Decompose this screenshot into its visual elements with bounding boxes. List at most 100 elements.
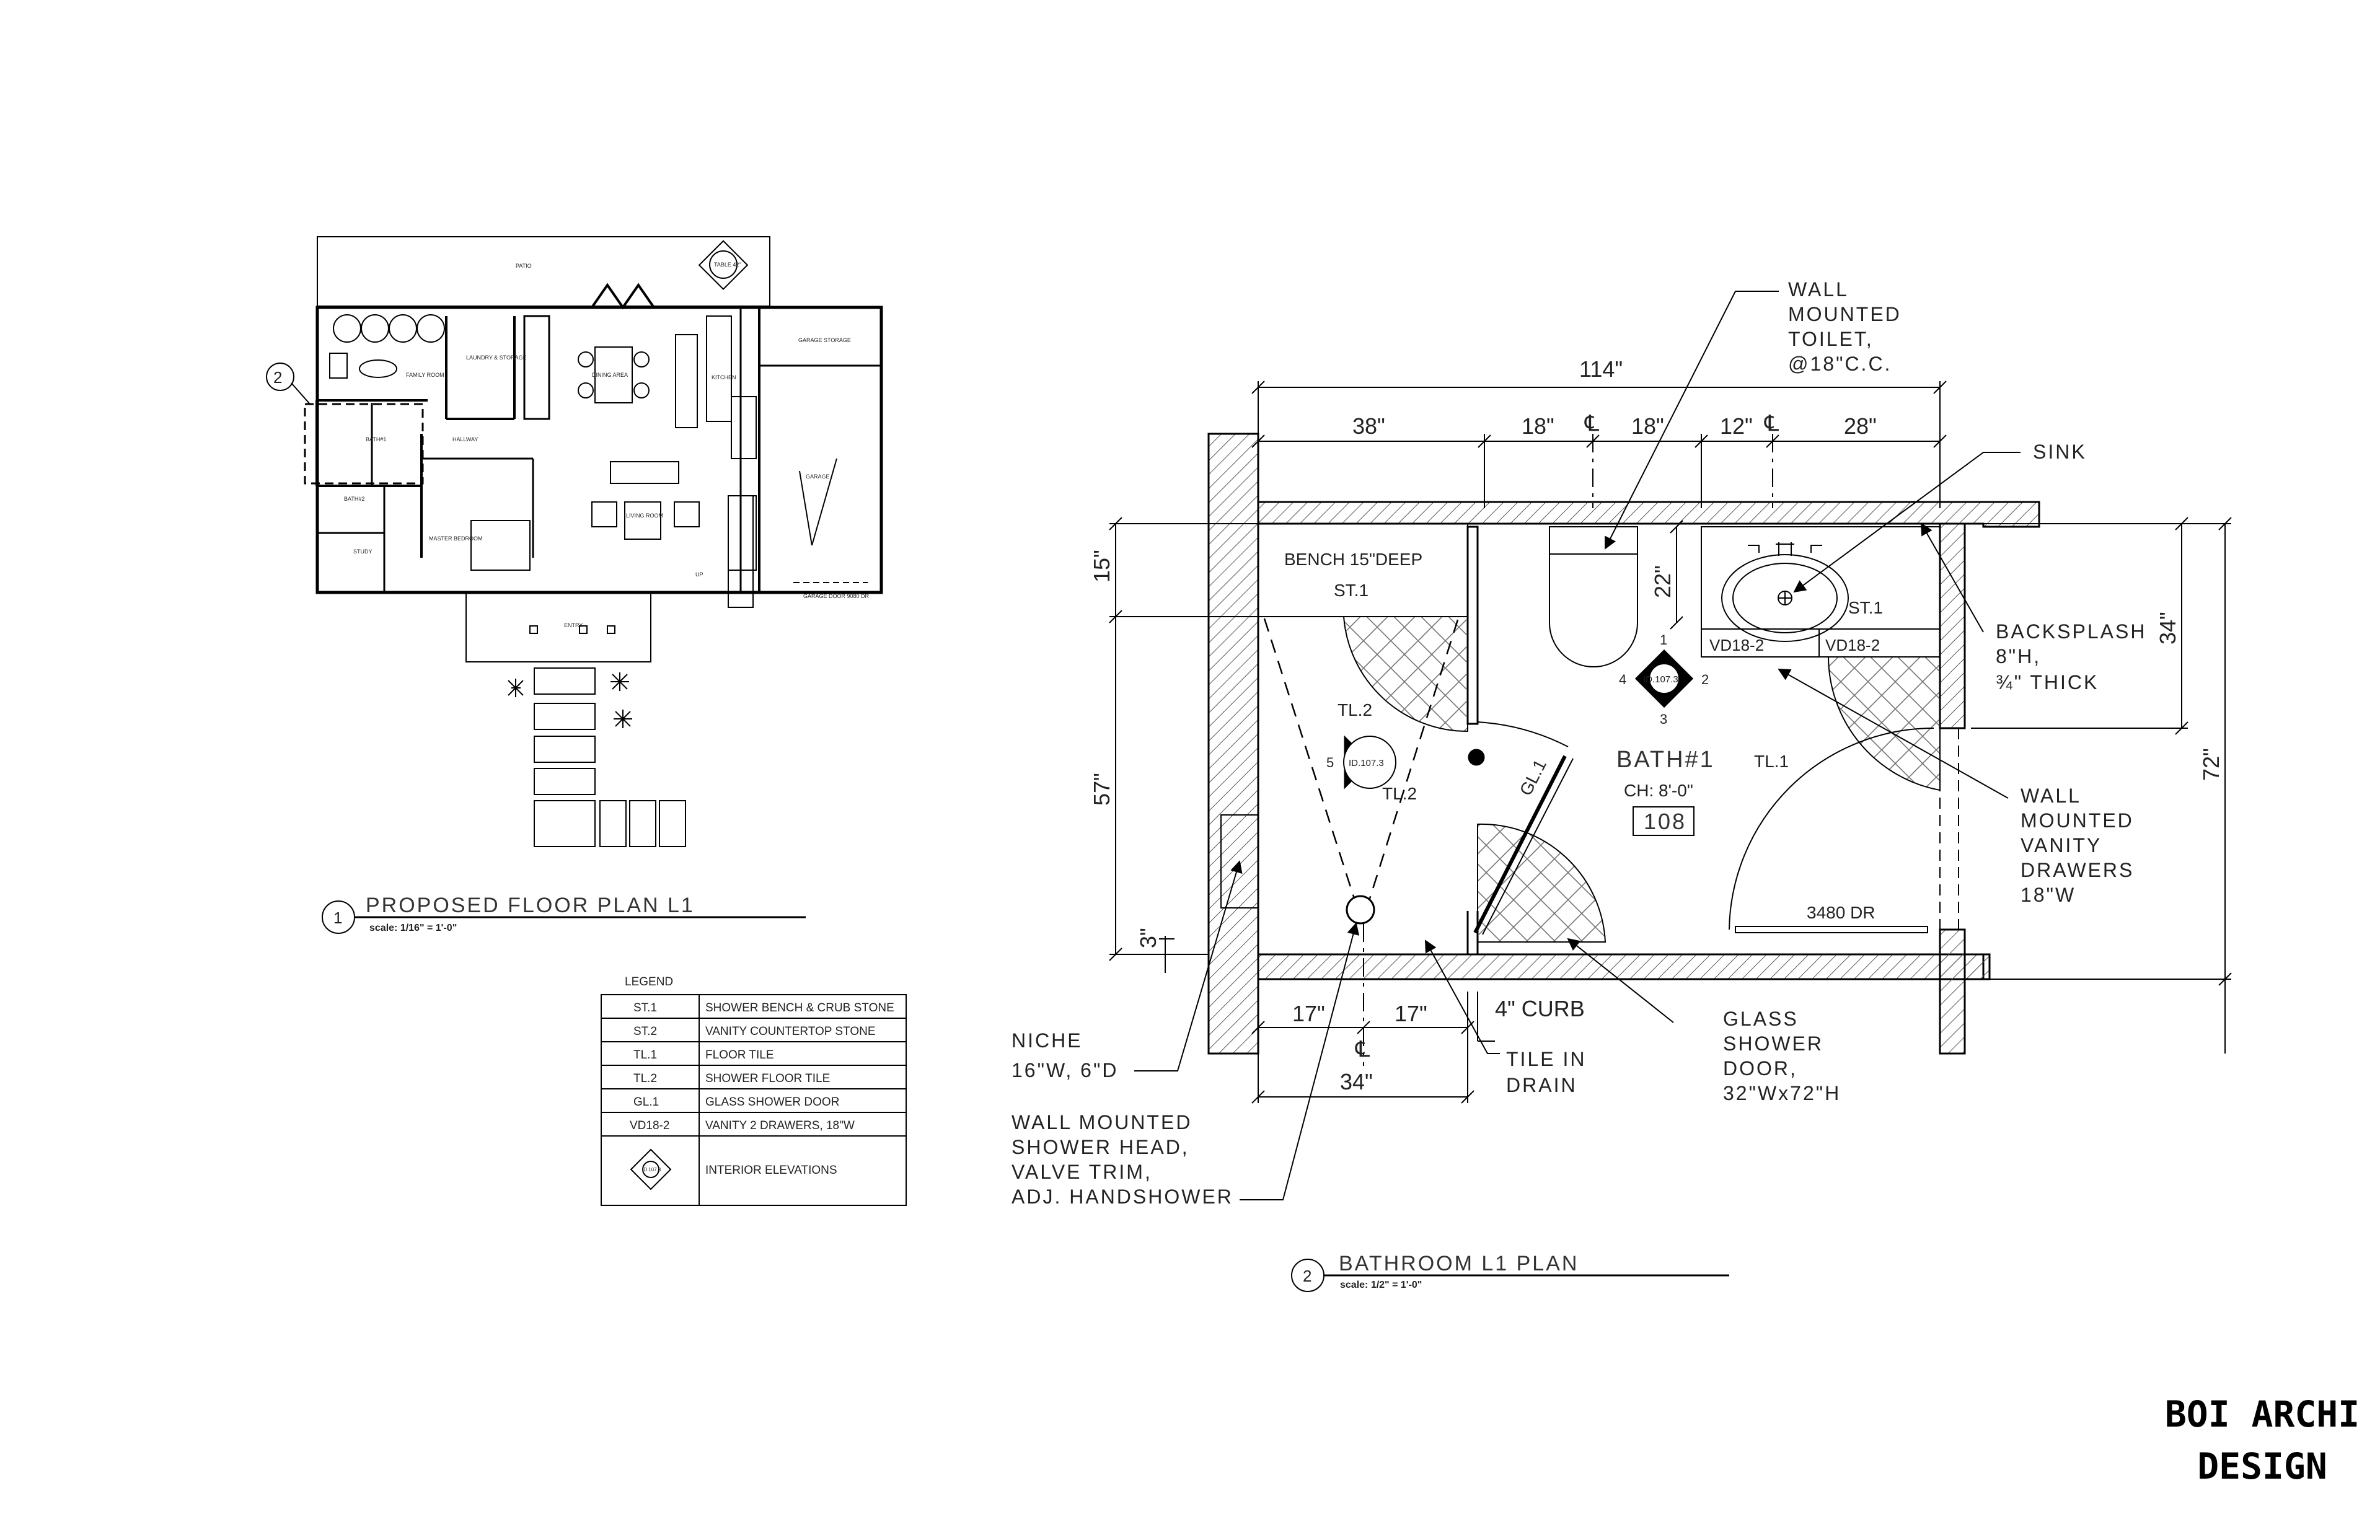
note-backsplash: BACKSPLASH xyxy=(1996,620,2146,643)
entry-label: ENTRY xyxy=(564,622,583,628)
legend-elevation-symbol xyxy=(630,1148,672,1190)
dim-34-right: 34" xyxy=(2155,612,2180,645)
shower-bench xyxy=(1258,523,1468,617)
dim-28: 28" xyxy=(1844,413,1877,439)
shower-partition xyxy=(1466,526,1479,725)
sink-basin xyxy=(1721,554,1849,642)
room-name: BATH#1 xyxy=(1616,747,1715,773)
centerline-mark: ℄ xyxy=(1355,1036,1370,1062)
note-tile-drain: DRAIN xyxy=(1506,1074,1577,1096)
note-toilet: @18"C.C. xyxy=(1788,353,1892,375)
legend-table xyxy=(601,994,907,1206)
niche xyxy=(1220,814,1259,909)
note-toilet: MOUNTED xyxy=(1788,303,1902,325)
brand-line-1: BOI ARCHI xyxy=(2164,1393,2360,1435)
legend-desc: SHOWER BENCH & CRUB STONE xyxy=(705,1001,894,1014)
plan2-number: 2 xyxy=(1303,1267,1311,1285)
dim-17b: 17" xyxy=(1395,1001,1427,1026)
dim-overall-width: 114" xyxy=(1579,356,1623,382)
shower-tile-label: TL.2 xyxy=(1338,700,1372,719)
vanity-counter xyxy=(1701,526,1941,658)
patio xyxy=(317,236,770,307)
dim-18a: 18" xyxy=(1522,413,1554,439)
dim-72: 72" xyxy=(2198,748,2224,781)
dim-15: 15" xyxy=(1089,550,1114,583)
centerline-mark: ℄ xyxy=(1764,410,1779,436)
note-shower-head: VALVE TRIM, xyxy=(1011,1161,1152,1183)
note-backsplash: 8"H, xyxy=(1996,645,2041,667)
dim-17a: 17" xyxy=(1292,1001,1325,1026)
floor-tile-label: TL.1 xyxy=(1754,752,1789,771)
vanity-stone-label: ST.1 xyxy=(1848,598,1883,617)
note-glass-door: 32"Wx72"H xyxy=(1723,1082,1841,1104)
note-backsplash: ¾" THICK xyxy=(1996,671,2099,693)
leader-lines xyxy=(1134,291,2021,1200)
dim-22: 22" xyxy=(1650,565,1675,598)
plan1-callout-number: 2 xyxy=(273,368,282,387)
legend-desc: FLOOR TILE xyxy=(705,1049,774,1062)
legend-code: TL.2 xyxy=(633,1072,657,1085)
note-niche: NICHE xyxy=(1011,1029,1083,1052)
note-shower-head: ADJ. HANDSHOWER xyxy=(1011,1186,1233,1208)
kitchen-label: KITCHEN xyxy=(712,374,736,381)
elev-number: 3 xyxy=(1660,711,1667,727)
legend-elevation-tag: ID.107.3 xyxy=(642,1167,661,1173)
wall-right-upper xyxy=(1939,522,1966,729)
brand-line-2: DESIGN xyxy=(2197,1445,2327,1487)
legend-code: TL.1 xyxy=(633,1049,657,1062)
legend-code: GL.1 xyxy=(633,1096,659,1109)
brand-logo: BOI ARCHI DESIGN xyxy=(2157,1388,2368,1492)
plan2-scale: scale: 1/2" = 1'-0" xyxy=(1340,1280,1422,1290)
dim-38: 38" xyxy=(1352,413,1385,439)
table-label: TABLE 42" xyxy=(714,262,741,268)
elevation-tag-text: ID.107.3 xyxy=(1349,758,1384,768)
elevation-tag-text: ID.107.3 xyxy=(1643,674,1678,685)
bench-stone-label: ST.1 xyxy=(1334,581,1368,600)
plan1-title-block xyxy=(322,900,806,934)
patio-label: PATIO xyxy=(516,263,532,269)
note-tile-drain: TILE IN xyxy=(1506,1048,1586,1070)
note-glass-door: SHOWER xyxy=(1723,1032,1823,1055)
plan1-title: PROPOSED FLOOR PLAN L1 xyxy=(366,894,695,917)
plan1-scale: scale: 1/16" = 1'-0" xyxy=(369,923,457,933)
ceiling-height: CH: 8'-0" xyxy=(1624,781,1693,800)
front-porch xyxy=(465,592,651,662)
bath2-label: BATH#2 xyxy=(344,496,364,502)
dining-table xyxy=(594,346,633,403)
door-label: 3480 DR xyxy=(1807,903,1875,922)
legend-desc: VANITY 2 DRAWERS, 18"W xyxy=(705,1119,855,1132)
note-toilet: WALL xyxy=(1788,278,1849,301)
dim-curb: 4" CURB xyxy=(1495,996,1585,1021)
dim-3: 3" xyxy=(1135,928,1161,948)
up-label: UP xyxy=(695,571,703,578)
plan1-number: 1 xyxy=(333,909,342,927)
garage-storage-label: GARAGE STORAGE xyxy=(798,337,851,343)
legend-code: ST.1 xyxy=(633,1001,657,1014)
toilet-bowl xyxy=(1549,553,1638,667)
wall-left xyxy=(1207,433,1259,1055)
plan1-room-labels: PATIO TABLE 42" FAMILY ROOM LAUNDRY & ST… xyxy=(344,262,870,628)
centerline-mark: ℄ xyxy=(1584,410,1599,436)
note-drawers: 18"W xyxy=(2021,884,2076,906)
room-number: 108 xyxy=(1644,809,1686,834)
dining-label: DINING AREA xyxy=(592,372,628,378)
drain-dot xyxy=(1468,749,1485,766)
dim-34-bottom: 34" xyxy=(1340,1069,1373,1094)
proposed-floor-plan xyxy=(266,236,883,847)
note-toilet: TOILET, xyxy=(1788,328,1874,350)
room-number-box xyxy=(1633,806,1695,836)
laundry-label: LAUNDRY & STORAGE xyxy=(466,354,527,361)
bench-label: BENCH 15"DEEP xyxy=(1284,550,1422,569)
note-shower-head: SHOWER HEAD, xyxy=(1011,1136,1189,1158)
legend-title: LEGEND xyxy=(625,975,673,988)
legend-desc: VANITY COUNTERTOP STONE xyxy=(705,1025,876,1038)
note-drawers: VANITY xyxy=(2021,834,2102,856)
elev-number: 1 xyxy=(1660,632,1667,648)
vanity-drawer-label: VD18-2 xyxy=(1825,636,1880,654)
vanity-drawer-label: VD18-2 xyxy=(1709,636,1764,654)
garage-door-label: GARAGE DOOR 9080 DR xyxy=(803,593,870,599)
master-label: MASTER BEDROOM xyxy=(429,535,483,542)
dimension-lines xyxy=(1109,381,2232,1104)
legend-elevation-desc: INTERIOR ELEVATIONS xyxy=(705,1164,837,1177)
plan2-title-block xyxy=(1291,1259,1729,1292)
